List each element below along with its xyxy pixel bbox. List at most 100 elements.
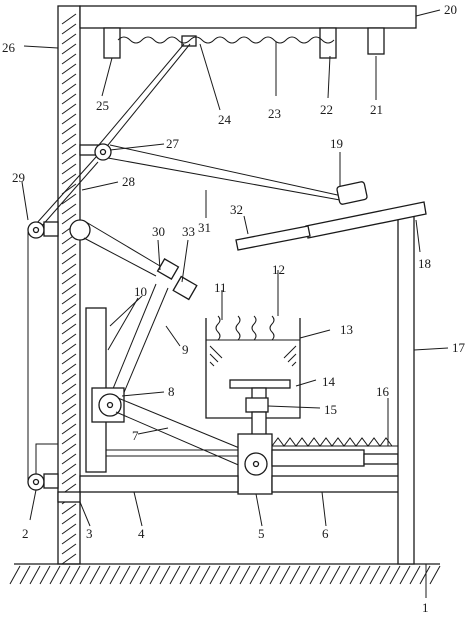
label-24: 24 — [218, 112, 232, 127]
wall-hatch-stroke — [61, 343, 77, 355]
label-12: 12 — [272, 262, 285, 277]
ground-hatch-stroke — [229, 565, 241, 585]
label-27: 27 — [166, 136, 180, 151]
wall-hatch-stroke — [61, 273, 77, 285]
ground-hatch-stroke — [49, 565, 61, 585]
ground-hatch-stroke — [159, 565, 171, 585]
base-3 — [57, 491, 81, 503]
label-5: 5 — [258, 526, 265, 541]
label-31: 31 — [198, 220, 211, 235]
ground-hatch-stroke — [119, 565, 131, 585]
label-26: 26 — [2, 40, 16, 55]
label-22: 22 — [320, 102, 333, 117]
wall-hatch-stroke — [61, 203, 77, 215]
wall-hatch-stroke — [61, 173, 77, 185]
wall-hatch-stroke — [61, 213, 77, 225]
label-17: 17 — [452, 340, 466, 355]
label-25: 25 — [96, 98, 109, 113]
wall-hatch-stroke — [61, 353, 77, 365]
wall-hatch-stroke — [61, 113, 77, 125]
leader-lines — [21, 9, 449, 598]
ground-hatch-stroke — [209, 565, 221, 585]
ground-hatch-stroke — [19, 565, 31, 585]
wall-hatch-stroke — [61, 163, 77, 175]
wall-hatch-stroke — [61, 413, 77, 425]
ground-hatch-stroke — [319, 565, 331, 585]
wall-hatch-stroke — [61, 503, 77, 515]
ground-hatch-stroke — [139, 565, 151, 585]
wall-hatch-stroke — [61, 133, 77, 145]
wall-hatch-stroke — [61, 93, 77, 105]
ground-hatch-stroke — [79, 565, 91, 585]
ground — [9, 563, 441, 585]
wall-hatch-stroke — [61, 393, 77, 405]
wall-hatch-stroke — [61, 73, 77, 85]
box-19 — [336, 181, 368, 205]
wall-hatch-stroke — [61, 23, 77, 35]
pulley-27 — [79, 143, 112, 161]
rail-4 — [79, 449, 239, 493]
ground-hatch-stroke — [249, 565, 261, 585]
wavy-line — [117, 36, 335, 44]
ground-hatch-stroke — [239, 565, 251, 585]
arm-9 — [109, 283, 169, 403]
ground-hatch — [9, 565, 441, 585]
column-15 — [245, 397, 269, 437]
block-33 — [156, 258, 198, 301]
ground-hatch-stroke — [179, 565, 191, 585]
wall-hatch-stroke — [61, 293, 77, 305]
top-beam — [79, 5, 417, 29]
label-6: 6 — [322, 526, 329, 541]
label-30: 30 — [152, 224, 165, 239]
wall-hatch-stroke — [61, 543, 77, 555]
pulley-29 — [27, 221, 59, 239]
rail-6 — [271, 449, 401, 493]
upper-wheel — [69, 219, 161, 277]
ground-hatch-stroke — [289, 565, 301, 585]
label-28: 28 — [122, 174, 135, 189]
wall-hatch-stroke — [61, 53, 77, 65]
ground-hatch-stroke — [199, 565, 211, 585]
wall-hatch-stroke — [61, 363, 77, 375]
ground-hatch-stroke — [279, 565, 291, 585]
wall-hatch-stroke — [61, 13, 77, 25]
ground-hatch-stroke — [389, 565, 401, 585]
hanging-block-21 — [367, 27, 385, 55]
ground-hatch-stroke — [59, 565, 71, 585]
ground-hatch-stroke — [369, 565, 381, 585]
label-10: 10 — [134, 284, 147, 299]
ground-hatch-stroke — [309, 565, 321, 585]
wall-hatch-stroke — [61, 243, 77, 255]
wall-hatch-stroke — [61, 143, 77, 155]
ground-hatch-stroke — [129, 565, 141, 585]
saw-teeth-16 — [271, 437, 393, 447]
label-7: 7 — [132, 428, 139, 443]
label-23: 23 — [268, 106, 281, 121]
wall-hatch-stroke — [61, 263, 77, 275]
wall-hatch-stroke — [61, 193, 77, 205]
ground-hatch-stroke — [269, 565, 281, 585]
ground-hatch-stroke — [169, 565, 181, 585]
label-1: 1 — [422, 600, 429, 615]
label-16: 16 — [376, 384, 390, 399]
wall-hatch-stroke — [61, 513, 77, 525]
ground-hatch-stroke — [9, 565, 21, 585]
hanging-block-25 — [103, 27, 121, 59]
wall-hatch-stroke — [61, 253, 77, 265]
wall-hatch-stroke — [61, 383, 77, 395]
right-post-17 — [397, 215, 415, 565]
label-33: 33 — [182, 224, 195, 239]
wall-hatch-stroke — [61, 333, 77, 345]
wall-hatch-stroke — [61, 533, 77, 545]
wall-hatch-stroke — [61, 33, 77, 45]
wall-hatch-stroke — [61, 373, 77, 385]
part-labels: 20 21 22 23 24 25 26 27 28 29 31 19 32 1… — [2, 2, 466, 615]
ground-hatch-stroke — [399, 565, 411, 585]
wall-hatch — [61, 13, 77, 565]
label-8: 8 — [168, 384, 175, 399]
wall-hatch-stroke — [61, 283, 77, 295]
wall-hatch-stroke — [61, 63, 77, 75]
wall — [57, 5, 81, 565]
label-21: 21 — [370, 102, 383, 117]
